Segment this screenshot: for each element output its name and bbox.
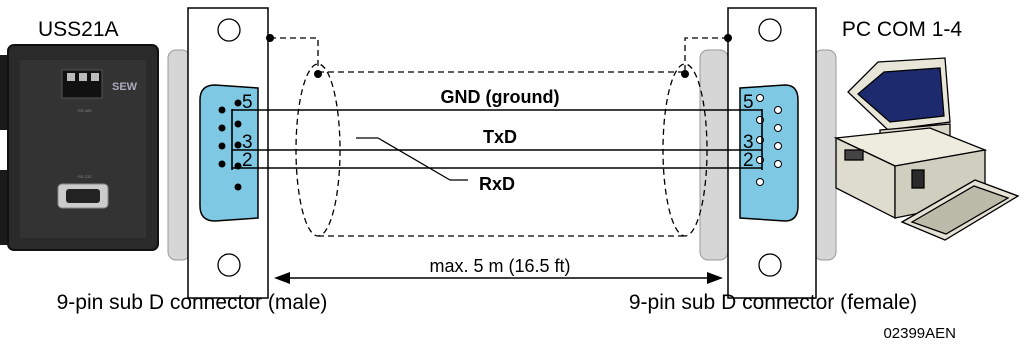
mounting-hole bbox=[217, 18, 241, 42]
port-label-rs232: RS-232 bbox=[78, 174, 92, 179]
distance-label: max. 5 m (16.5 ft) bbox=[429, 256, 570, 276]
shield-junction-dot bbox=[314, 70, 322, 78]
brand-logo: SEW bbox=[112, 81, 138, 93]
pin-number-right: 2 bbox=[743, 150, 754, 171]
pin-number-right: 3 bbox=[743, 132, 754, 153]
female-connector bbox=[699, 7, 837, 299]
keyboard-keys bbox=[910, 185, 1010, 235]
shield-junction-dot bbox=[681, 70, 689, 78]
device-right-title: PC COM 1-4 bbox=[842, 18, 963, 41]
connector-bracket-side bbox=[167, 49, 191, 261]
uss21a-device: SEW RS-485 RS-232 bbox=[0, 44, 159, 251]
arrow-head-right bbox=[707, 272, 723, 284]
pin-number-left: 2 bbox=[242, 150, 253, 171]
shield-junction-dot bbox=[724, 34, 732, 42]
device-subd-socket bbox=[66, 189, 100, 203]
distance-dimension bbox=[274, 272, 723, 284]
signal-wires bbox=[231, 109, 763, 181]
shield-junction-dot bbox=[266, 34, 274, 42]
pc-drive-bay bbox=[911, 169, 925, 189]
pc-drive-bay bbox=[844, 149, 864, 161]
connector-bracket-side bbox=[813, 49, 837, 261]
female-connector-shell bbox=[739, 84, 799, 222]
pin-number-left: 5 bbox=[242, 92, 253, 113]
female-connector-sockets bbox=[756, 94, 782, 186]
signal-label-gnd: GND (ground) bbox=[441, 87, 560, 107]
device-left-title: USS21A bbox=[38, 18, 119, 41]
shield-drain-left bbox=[270, 37, 319, 72]
connector-left-label: 9-pin sub D connector (male) bbox=[57, 291, 328, 314]
connector-right-label: 9-pin sub D connector (female) bbox=[629, 291, 917, 314]
signal-label-txd: TxD bbox=[483, 127, 517, 147]
signal-label-rxd: RxD bbox=[479, 174, 515, 194]
mounting-hole bbox=[217, 253, 241, 277]
terminal-screw bbox=[67, 73, 75, 81]
monitor-screen bbox=[857, 67, 945, 123]
terminal-screw bbox=[91, 73, 99, 81]
mounting-hole bbox=[758, 18, 782, 42]
shield-drain-right bbox=[684, 37, 728, 72]
rxd-leader-line bbox=[356, 137, 468, 181]
mounting-hole bbox=[758, 253, 782, 277]
male-connector bbox=[167, 7, 269, 299]
port-label-rs485: RS-485 bbox=[78, 108, 92, 113]
pc-illustration bbox=[833, 57, 1020, 241]
pin-number-left: 3 bbox=[242, 132, 253, 153]
pin-number-right: 5 bbox=[743, 92, 754, 113]
connector-bracket-side bbox=[699, 49, 729, 261]
male-connector-shell bbox=[199, 84, 259, 222]
arrow-head-left bbox=[274, 272, 290, 284]
terminal-screw bbox=[79, 73, 87, 81]
figure-id: 02399AEN bbox=[883, 325, 956, 342]
